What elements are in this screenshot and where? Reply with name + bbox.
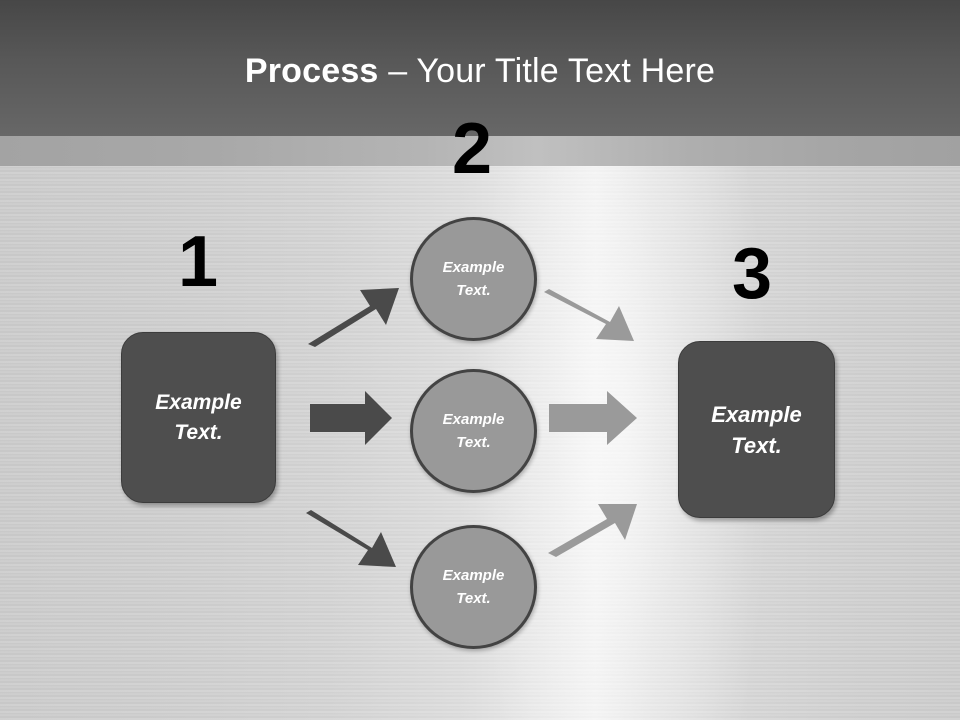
end-box[interactable]: Example Text. (678, 341, 835, 518)
slide-title-rest: – Your Title Text Here (378, 52, 716, 90)
circle-middle-line-1: Example (442, 411, 505, 428)
circle-top-line-2: Text. (456, 282, 491, 299)
slide-title-strong: Process (244, 52, 379, 90)
circle-bottom-line-1: Example (442, 567, 505, 584)
slide-title: Process – Your Title Text Here (0, 51, 960, 91)
step-number-2: 2 (451, 109, 493, 189)
end-box-line-2: Text. (731, 432, 782, 458)
header-accent-band (0, 136, 960, 166)
step-number-1: 1 (177, 222, 219, 302)
step-number-3: 3 (731, 234, 773, 314)
start-box[interactable]: Example Text. (121, 332, 276, 503)
header-band (0, 0, 960, 136)
circle-middle[interactable]: Example Text. (410, 369, 537, 493)
circle-bottom[interactable]: Example Text. (410, 525, 537, 649)
start-box-line-2: Text. (174, 420, 223, 444)
circle-top[interactable]: Example Text. (410, 217, 537, 341)
circle-bottom-line-2: Text. (456, 590, 491, 607)
end-box-line-1: Example (711, 401, 802, 427)
circle-middle-line-2: Text. (456, 434, 491, 451)
start-box-line-1: Example (155, 390, 242, 414)
circle-top-line-1: Example (442, 259, 505, 276)
